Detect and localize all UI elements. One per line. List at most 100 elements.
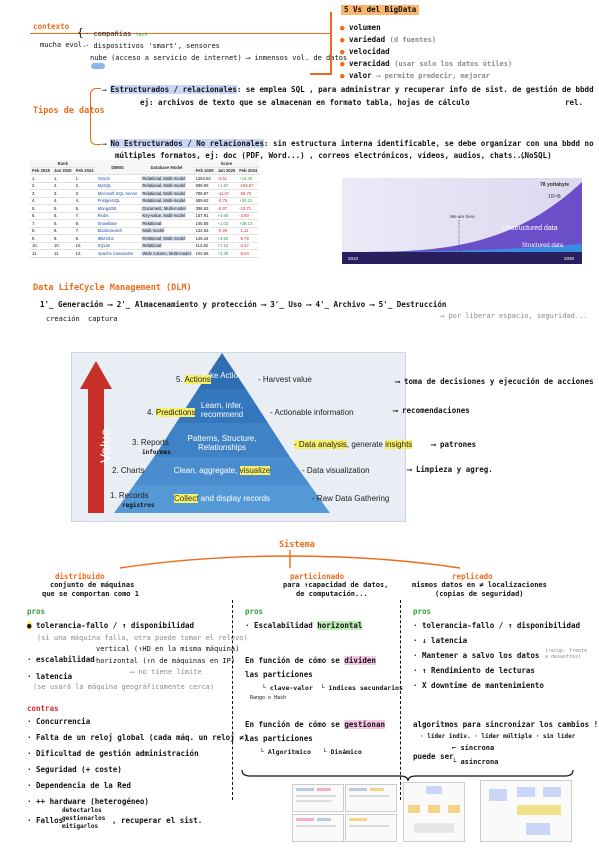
table-cell-name[interactable]: Oracle xyxy=(95,174,140,183)
fallos-label: · Fallos xyxy=(27,816,64,825)
table-cell-name[interactable]: MySQL xyxy=(95,182,140,190)
dbms-header: DBMS xyxy=(95,160,140,175)
replicado-sync1: ⌐ síncrona xyxy=(452,744,495,752)
table-cell-r1: 8. xyxy=(30,227,52,235)
model-tag: Relational, Multi-model xyxy=(141,198,187,204)
model-tag: Relational xyxy=(141,220,163,226)
estructurados-rel: rel. xyxy=(565,98,584,107)
particionado-pro-1: · Escalabilidad horizontal xyxy=(245,621,363,630)
pyramid-left-4: 4. Predictions xyxy=(147,408,196,417)
cloud-icon xyxy=(91,63,105,69)
table-cell-name[interactable]: MongoDB xyxy=(95,204,140,213)
replicado-puede-ser: puede ser xyxy=(413,752,454,761)
table-cell-name[interactable]: SQLite xyxy=(95,242,140,250)
particionado-divide-1: En función de cómo se dividen xyxy=(245,656,376,665)
rank-jan25: Jan 2025 xyxy=(51,167,74,175)
distribuido-pro-1-sub: (si una máquina falla, otra puede tomar … xyxy=(37,634,248,642)
unstructured-area xyxy=(342,182,582,252)
score-feb25: Feb 2025 xyxy=(193,167,216,175)
table-cell-r1: 10. xyxy=(30,242,52,250)
dlm-step-3: 3'_ Uso xyxy=(270,300,302,309)
distribuido-vertical: vertical (↑HD en la misma máquina) xyxy=(96,645,240,653)
pyramid-right-3: - Data analysis, generate insights xyxy=(294,440,413,449)
table-cell-name[interactable]: IBM Db2 xyxy=(95,234,140,243)
replicado-sub2: (copias de seguridad) xyxy=(435,590,524,598)
no-estructurados-line: ⟶ No Estructurados / No relacionales: si… xyxy=(102,139,599,148)
bigdata-chart: We are here 78 yottabyte 10²⁴B Unstructu… xyxy=(342,178,582,264)
replicado-algo-opts: · líder indiv. · líder múltiple · sin lí… xyxy=(420,733,576,740)
table-cell-name[interactable]: Microsoft SQL Server xyxy=(95,189,140,198)
contra-4: · Seguridad (+ coste) xyxy=(27,765,122,774)
distribuido-pros-title: pros xyxy=(27,607,46,616)
pyramid-left-2: 2. Charts xyxy=(112,466,145,475)
tipos-title: Tipos de datos xyxy=(33,106,105,116)
table-cell-r1: 1. xyxy=(30,174,52,183)
vs-item-5: ● valor ⟶ permite predecir, mejorar xyxy=(340,71,490,80)
distribuido-contras-list: · Concurrencia · Falta de un reloj globa… xyxy=(27,717,248,813)
distribuido-title: distribuido xyxy=(55,572,105,581)
particionado-gestion-opts: └ Algorítmico └ Dinámico xyxy=(260,748,362,756)
table-cell-r3: 1. xyxy=(73,174,96,183)
table-cell-s3: -6.79 xyxy=(237,234,260,243)
table-cell-model: Document, Multi-model xyxy=(139,204,194,213)
pyramid-right-5: - Harvest value xyxy=(258,375,312,384)
distribuido-horiz-note: ⟶ no tiene límite xyxy=(130,668,202,676)
contra-5: · Dependencia de la Red xyxy=(27,781,131,790)
pyramid-level-4-text: Learn, infer, recommend xyxy=(200,401,244,419)
table-cell-name[interactable]: Redis xyxy=(95,212,140,220)
table-cell-r3: 9. xyxy=(73,219,96,228)
replicado-pros-list: · tolerancia-fallo / ↑ disponibilidad · … xyxy=(413,621,580,696)
dlm-step-5: 5'_ Destrucción xyxy=(378,300,447,309)
score-feb24: Feb 2024 xyxy=(237,167,260,175)
pyramid-right-2: - Data visualization xyxy=(302,466,370,475)
distribuido-sub1: conjunto de máquinas xyxy=(50,581,135,589)
table-cell-r2: 9. xyxy=(51,234,74,243)
particionado-gestion-1: En función de cómo se gestionan xyxy=(245,720,385,729)
table-cell-r3: 2. xyxy=(73,182,96,190)
vs-item-3: ● velocidad xyxy=(340,47,390,56)
db-ranking-table: Rank DBMS Database Model Score Feb 2025 … xyxy=(30,160,330,258)
table-cell-r3: 12. xyxy=(73,249,96,258)
table-cell-s1: 396.63 xyxy=(193,204,216,213)
table-cell-name[interactable]: PostgreSQL xyxy=(95,197,140,205)
thumbnail-3 xyxy=(292,814,344,842)
table-cell-s1: 786.87 xyxy=(193,189,216,198)
pyramid-level-3 xyxy=(154,423,290,457)
replicado-pro-1: · tolerancia-fallo / ↑ disponibilidad xyxy=(413,621,581,630)
table-cell-name[interactable]: Apache Cassandra xyxy=(95,249,140,258)
pyramid-level-2-text: Clean, aggregate, visualize xyxy=(173,466,271,475)
dlm-step-2: 2'_ Almacenamiento y protección xyxy=(116,300,257,309)
table-cell-s3: -106.67 xyxy=(237,182,260,190)
table-cell-s2: +7.15 xyxy=(215,242,238,250)
distribuido-pro-2: · escalabilidad xyxy=(27,655,95,664)
model-tag: Relational, Multi-model xyxy=(141,175,187,181)
table-cell-model: Relational, Multi-model xyxy=(139,182,194,190)
yottabyte-exp-label: 10²⁴B xyxy=(548,194,561,200)
table-cell-name[interactable]: Snowflake xyxy=(95,219,140,228)
bottom-bracket xyxy=(241,769,574,782)
table-cell-name[interactable]: Elasticsearch xyxy=(95,227,140,235)
now-label: We are here xyxy=(450,214,475,219)
table-cell-s3: -13.71 xyxy=(237,204,260,213)
contexto-item-2: · dispositivos 'smart', sensores xyxy=(85,42,220,50)
dlm-step-1: 1'_ Generación xyxy=(40,300,104,309)
table-cell-model: Relational, Multi-model xyxy=(139,234,194,243)
pyramid-note-4: ⟶ recomendaciones xyxy=(393,406,470,415)
table-cell-r3: 3. xyxy=(73,189,96,198)
pyramid-left-3-sub: informes xyxy=(142,449,171,456)
pyramid-note-2: ⟶ Limpieza y agreg. xyxy=(407,465,493,474)
table-cell-model: Relational xyxy=(139,219,194,228)
table-cell-s1: 134.63 xyxy=(193,227,216,235)
replicado-pro-2: · ↓ latencia xyxy=(413,636,468,645)
no-estructurados-line2: múltiples formatos, ej: doc (PDF, Word..… xyxy=(115,151,526,160)
replicado-algo-title: algoritmos para sincronizar los cambios … xyxy=(413,720,599,729)
table-cell-s3: -6.04 xyxy=(237,249,260,258)
particionado-divide-2: las particiones xyxy=(245,670,313,679)
table-cell-r2: 8. xyxy=(51,227,74,235)
table-cell-s2: +3.66 xyxy=(215,234,238,243)
table-cell-s3: +30.21 xyxy=(237,197,260,205)
